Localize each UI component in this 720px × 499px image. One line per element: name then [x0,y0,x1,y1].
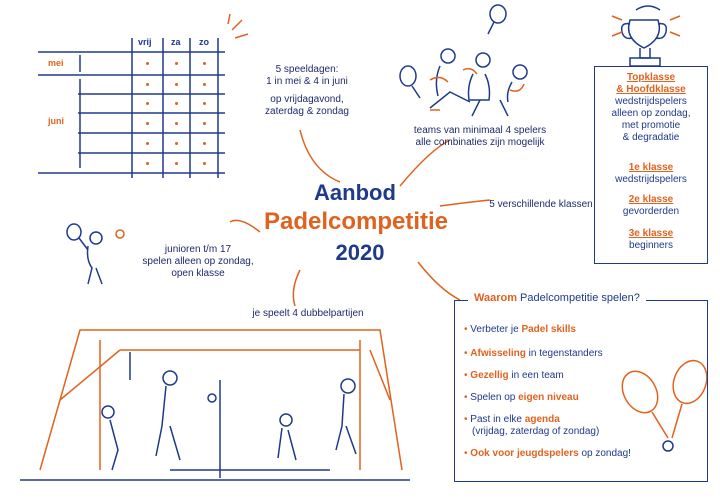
calendar-dot [146,83,149,86]
teams-line1: teams van minimaal 4 spelers [413,125,547,136]
padel-court-outline [39,329,403,471]
waarom-item-pre: Past in elke [470,414,525,425]
waarom-item-bold: Ook voor jeugdspelers [470,448,579,459]
klasse-3e: 3e klasse beginners [595,228,707,252]
speeldagen-line1: 5 speeldagen: [275,64,339,75]
klassen-label: 5 verschillende klassen [489,199,593,210]
waarom-item-bold: Gezellig [470,370,509,381]
calendar-dot [175,62,178,65]
calendar-day-vrij: vrij [138,37,152,47]
waarom-item: • Ook voor jeugdspelers op zondag! [464,448,631,459]
trophy-icon [620,5,668,67]
junioren-line2: spelen alleen op zondag, [142,256,254,267]
calendar-grid [38,38,225,178]
calendar-dot [146,142,149,145]
waarom-item-post: op zondag! [578,448,631,459]
calendar-dot [203,142,206,145]
junioren-line1: junioren t/m 17 [164,244,232,255]
klasse-heading: 3e klasse [628,228,674,239]
speeldagen-line3: op vrijdagavond, [270,94,344,105]
waarom-item-bold: agenda [524,414,560,425]
calendar-dot [175,162,178,165]
klasse-heading-2: & Hoofdklasse [616,84,686,95]
calendar-month-juni: juni [48,116,64,126]
klasse-heading: 2e klasse [628,194,674,205]
waarom-item: • Afwisseling in tegenstanders [464,348,603,359]
klasse-line: met promotie [621,120,681,131]
waarom-item-bold: eigen niveau [518,392,579,403]
klasse-line: beginners [629,240,673,251]
waarom-title-rest: Padelcompetitie spelen? [517,292,640,304]
speeldagen-line4: zaterdag & zondag [265,106,349,117]
calendar-dot [175,102,178,105]
calendar-dot [203,122,206,125]
rackets-icon [621,359,708,439]
waarom-title-bold: Waarom [474,292,517,304]
klasse-heading: Topklasse [626,72,676,83]
calendar-dot [175,83,178,86]
klasse-line: & degradatie [622,132,680,143]
klasse-line: wedstrijdspelers [615,96,687,107]
waarom-item-bold: Padel skills [521,324,576,335]
calendar-dot [146,62,149,65]
calendar-dot [203,102,206,105]
calendar-dot [203,83,206,86]
speeldagen-line2: 1 in mei & 4 in juni [266,76,348,87]
waarom-item-bold: Afwisseling [470,348,526,359]
calendar-dot [146,162,149,165]
junior-player-icon [66,223,125,285]
calendar-dot [175,122,178,125]
klasse-heading: 1e klasse [628,162,674,173]
waarom-item: • Verbeter je Padel skills [464,324,576,335]
waarom-title: Waarom Padelcompetitie spelen? [468,292,646,304]
waarom-item: • Spelen op eigen niveau [464,392,579,403]
klassen-box [594,66,708,264]
waarom-agenda-sub: (vrijdag, zaterdag of zondag) [472,426,600,437]
calendar-dot [146,102,149,105]
sparkle-icon [227,13,249,39]
waarom-item-post: in tegenstanders [525,348,603,359]
page-title-padelcompetitie: Padelcompetitie [263,208,449,235]
waarom-item-post: in een team [508,370,564,381]
waarom-item-pre: Spelen op [470,392,519,403]
klasse-line: gevorderden [622,206,680,217]
calendar-dot [146,122,149,125]
junioren-line3: open klasse [171,268,225,279]
calendar-day-za: za [171,37,181,47]
waarom-item: • Past in elke agenda [464,414,560,425]
connector-lines [229,129,491,307]
calendar-day-zo: zo [199,37,209,47]
page-title-year: 2020 [335,240,385,265]
klasse-line: wedstrijdspelers [615,174,687,185]
calendar-dot [203,62,206,65]
klasse-1e: 1e klasse wedstrijdspelers [595,162,707,186]
klasse-topklasse: Topklasse & Hoofdklasse wedstrijdspelers… [595,72,707,144]
dubbel-text: je speelt 4 dubbelpartijen [252,308,364,319]
calendar-dot [203,162,206,165]
teams-line2: alle combinaties zijn mogelijk [415,137,545,148]
page-title-aanbod: Aanbod [314,180,396,205]
klasse-2e: 2e klasse gevorderden [595,194,707,218]
waarom-item: • Gezellig in een team [464,370,564,381]
calendar-dot [175,142,178,145]
klasse-line: alleen op zondag, [611,108,691,119]
calendar-month-mei: mei [48,58,64,68]
players-group-icon [399,4,528,117]
waarom-item-pre: Verbeter je [470,324,522,335]
